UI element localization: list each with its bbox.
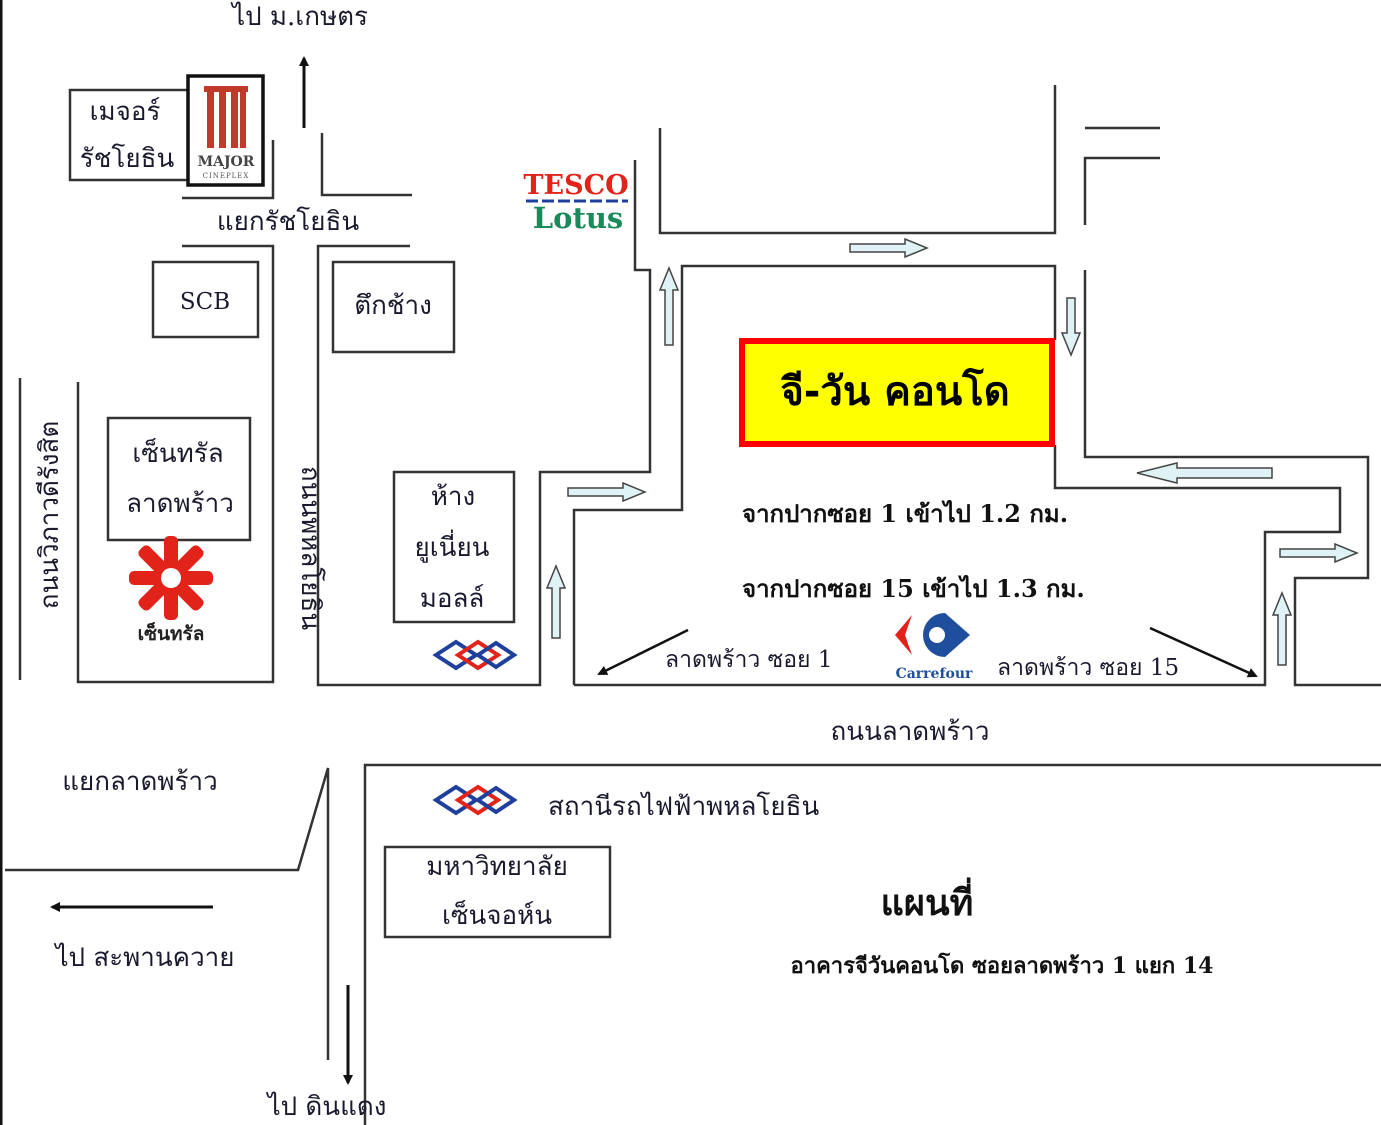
central-line1: เซ็นทรัล	[132, 437, 223, 469]
bts-station-logo-icon	[432, 784, 518, 816]
road-vibhavadi: ถนนวิภาวดีรังสิต	[35, 421, 65, 610]
road-ladprao: ถนนลาดพร้าว	[830, 717, 989, 747]
intersection-ladprao: แยกลาดพร้าว	[62, 767, 217, 797]
lotus-logo-text: Lotus	[533, 201, 624, 235]
major-line2: รัชโยธิน	[80, 143, 175, 174]
union-line2: ยูเนี่ยน	[415, 529, 490, 563]
intersection-ratchayothin: แยกรัชโยธิน	[217, 206, 359, 237]
elephant-building-label: ตึกช้าง	[354, 291, 432, 321]
university-line1: มหาวิทยาลัย	[426, 852, 568, 882]
direction-kaset: ไป ม.เกษตร	[230, 1, 368, 32]
central-logo-text: เซ็นทรัล	[138, 621, 205, 645]
central-line2: ลาดพร้าว	[126, 489, 234, 519]
scb-label: SCB	[180, 289, 230, 315]
distance-soi1: จากปากซอย 1 เข้าไป 1.2 กม.	[742, 499, 1068, 528]
central-logo-icon	[129, 536, 213, 620]
major-line1: เมจอร์	[90, 97, 161, 127]
union-mall-box	[392, 470, 516, 624]
destination-box	[739, 338, 1055, 447]
destination-label: จี-วัน คอนโด	[780, 368, 1009, 415]
bts-logo-icon	[432, 639, 518, 671]
bts-station-label: สถานีรถไฟฟ้าพหลโยธิน	[548, 791, 819, 822]
tesco-logo-text: TESCO	[523, 170, 628, 201]
map-title: แผนที่	[881, 877, 974, 924]
elephant-building-box	[331, 260, 456, 354]
scb-box	[151, 260, 260, 339]
arrow-soi1-icon	[597, 628, 689, 676]
direction-saphan-khwai: ไป สะพานควาย	[53, 942, 234, 973]
university-box	[383, 845, 612, 939]
direction-din-daeng: ไป ดินแดง	[266, 1091, 387, 1122]
major-logo-text: MAJOR	[198, 154, 255, 170]
major-logo-subtext: CINEPLEX	[203, 172, 250, 180]
major-box	[68, 88, 190, 182]
arrow-soi15-icon	[1149, 626, 1258, 678]
major-columns-icon	[204, 86, 248, 148]
university-line2: เซ็นจอห์น	[442, 899, 552, 931]
road-phahon: ถนนพหลโยธิน	[295, 466, 326, 631]
union-line3: มอลล์	[420, 584, 485, 614]
distance-soi15: จากปากซอย 15 เข้าไป 1.3 กม.	[742, 574, 1085, 603]
map-subtitle: อาคารจีวันคอนโด ซอยลาดพร้าว 1 แยก 14	[791, 952, 1214, 979]
carrefour-logo-icon	[895, 613, 970, 657]
road-lines	[5, 85, 1381, 1125]
road-soi15: ลาดพร้าว ซอย 15	[997, 655, 1179, 681]
union-line1: ห้าง	[431, 482, 475, 512]
route-arrows-icon	[545, 237, 1359, 666]
road-soi1: ลาดพร้าว ซอย 1	[665, 647, 832, 673]
carrefour-label: Carrefour	[896, 666, 973, 682]
central-box	[106, 416, 252, 542]
